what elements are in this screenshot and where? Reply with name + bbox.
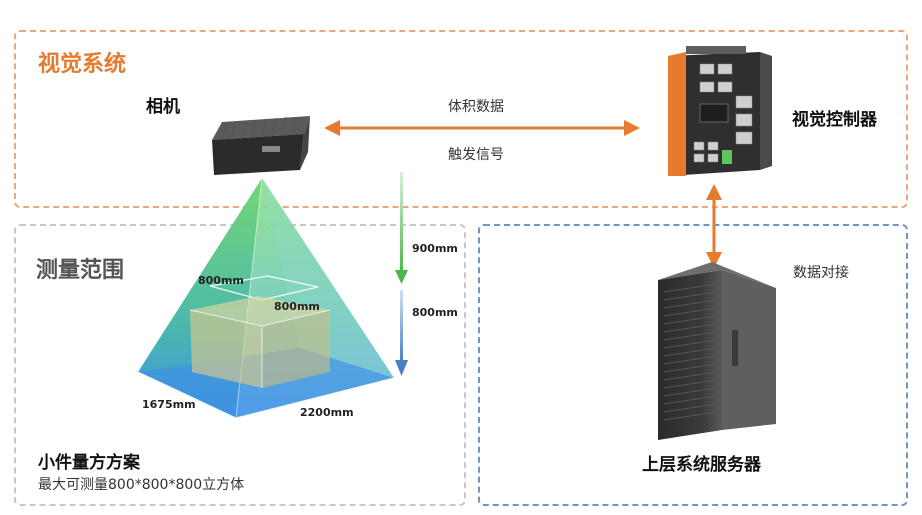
data-dock-arrow [706, 184, 722, 268]
data-dock-label: 数据对接 [793, 265, 849, 281]
measured-box [189, 296, 331, 388]
vision-controller-icon [668, 46, 772, 176]
dim-800mm-height: 800mm [412, 306, 458, 319]
camera-label: 相机 [146, 97, 180, 117]
solution-title: 小件量方方案 [38, 453, 140, 473]
dim-900mm: 900mm [412, 242, 458, 255]
measure-range-title: 测量范围 [36, 258, 125, 283]
height-arrow-900 [395, 172, 408, 284]
controller-label: 视觉控制器 [792, 110, 877, 130]
height-arrow-800 [395, 290, 408, 376]
dim-1675mm: 1675mm [142, 398, 196, 411]
server-frame [478, 224, 908, 506]
volume-data-label: 体积数据 [448, 99, 504, 115]
vision-system-frame [14, 30, 908, 208]
dim-2200mm: 2200mm [300, 406, 354, 419]
trigger-signal-label: 触发信号 [448, 147, 504, 163]
dim-800mm-top: 800mm [198, 274, 244, 287]
volume-trigger-arrow [324, 120, 640, 136]
server-icon [658, 262, 776, 440]
server-label: 上层系统服务器 [642, 455, 761, 475]
camera-icon [212, 116, 310, 175]
dim-800mm-depth: 800mm [274, 300, 320, 313]
vision-system-title: 视觉系统 [38, 52, 127, 77]
solution-desc: 最大可测量800*800*800立方体 [38, 477, 245, 493]
